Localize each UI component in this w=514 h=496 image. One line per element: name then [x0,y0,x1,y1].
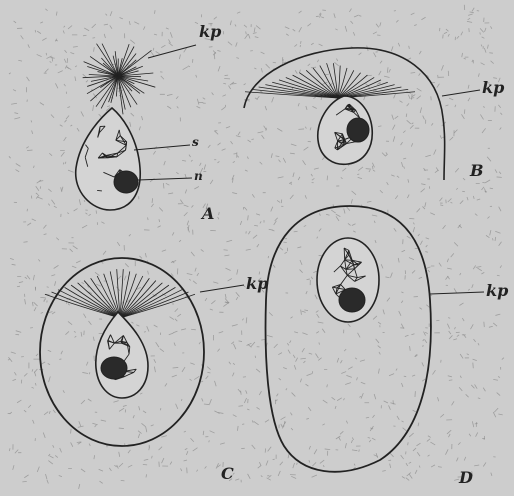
stipple-mark [497,275,500,276]
label-a-kp: kp [199,24,221,40]
panel-letter-c: C [221,466,234,482]
stipple-mark [373,90,377,91]
stipple-mark [181,399,182,401]
stipple-mark [35,30,36,32]
stipple-mark [404,376,406,377]
stipple-mark [119,428,124,429]
panel-letter-a: A [202,206,214,222]
panel-letter-d: D [459,470,473,486]
label-d-kp: kp [486,283,508,299]
stipple-mark [493,238,494,240]
panel-letter-b: B [470,163,484,179]
label-c-kp: kp [246,276,268,292]
stipple-mark [191,329,196,330]
stipple-mark [238,406,243,407]
label-a-n: n [194,170,203,182]
stipple-mark [484,436,485,440]
stipple-mark [359,450,360,452]
stipple-mark [368,438,370,439]
stipple-mark [71,429,72,434]
stipple-mark [63,162,64,164]
label-a-s: s [192,136,199,148]
panel-c-nucleolus [101,357,127,379]
stipple-mark [23,242,27,243]
panel-b-nucleolus [347,118,369,142]
stipple-mark [423,345,424,347]
stipple-mark [77,442,81,443]
chromatin-strand [105,155,106,156]
stipple-mark [449,380,453,381]
stipple-mark [148,217,149,220]
stipple-mark [408,442,409,445]
stipple-mark [357,174,359,175]
stipple-mark [372,166,373,170]
chromatin-strand [344,248,345,260]
stipple-mark [83,35,86,36]
stipple-mark [319,342,320,344]
stipple-mark [224,250,228,251]
stipple-mark [173,367,179,368]
label-b-kp: kp [482,80,504,96]
panel-d-nucleolus [339,288,365,312]
panel-a-nucleolus [114,171,138,193]
stipple-mark [209,440,210,442]
chromatin-strand [97,190,102,191]
stipple-mark [17,286,20,287]
stipple-mark [234,154,237,155]
stipple-mark [480,32,481,34]
stipple-mark [251,139,253,140]
stipple-mark [255,356,256,358]
